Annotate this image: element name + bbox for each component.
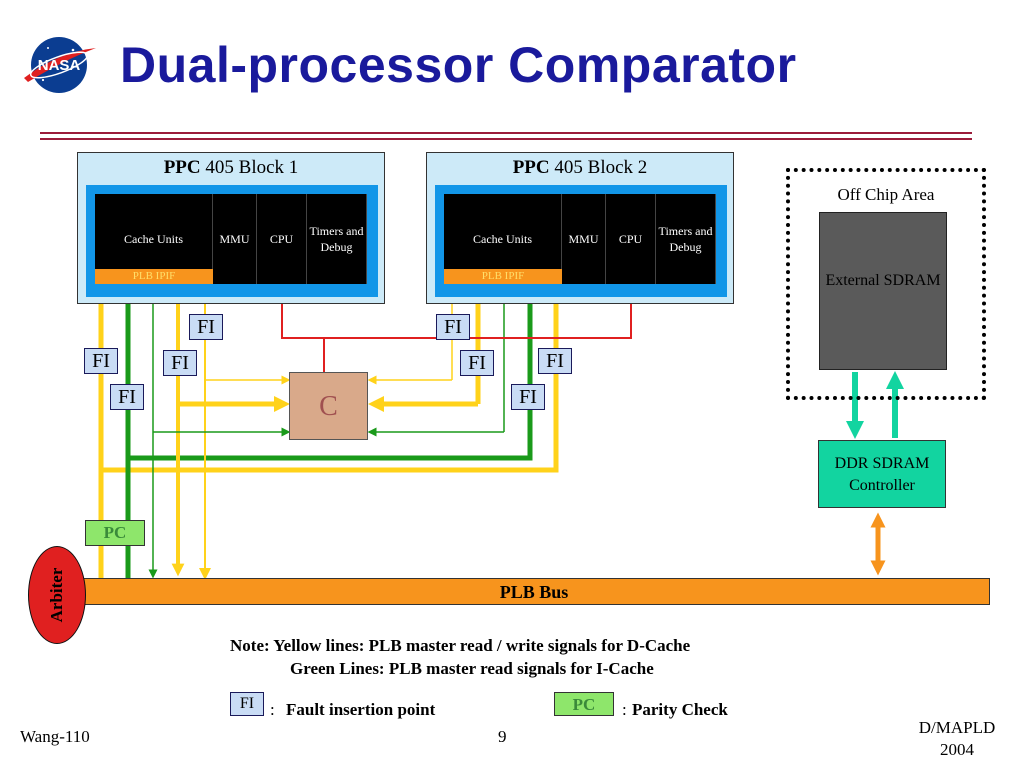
ppc-block-2-title: PPC 405 Block 2 (512, 157, 648, 178)
note-line-1: Note: Yellow lines: PLB master read / wr… (230, 636, 691, 655)
timers-debug-2: Timers and Debug (656, 194, 716, 284)
footer-right-2: 2004 (940, 740, 974, 759)
legend-fi-description: Fault insertion point (286, 700, 436, 719)
legend-fi-marker: FI (230, 692, 264, 716)
plb-ipif-2: PLB IPIF (444, 269, 562, 284)
ppc-block-2: PPC 405 Block 2 Cache Units PLB IPIF MMU… (426, 152, 734, 304)
ddr-sdram-controller: DDR SDRAM Controller (818, 440, 946, 508)
ppc-block-1-core: Cache Units PLB IPIF MMU CPU Timers and … (86, 185, 378, 297)
plb-bus: PLB Bus (78, 578, 990, 605)
off-chip-area (786, 168, 986, 400)
fi-marker: FI (84, 348, 118, 374)
page-title: Dual-processor Comparator (120, 37, 797, 93)
footer-left: Wang-110 (20, 727, 90, 746)
legend-pc-description: Parity Check (632, 700, 728, 719)
cpu-1: CPU (257, 194, 307, 284)
nasa-logo-text: NASA (38, 57, 81, 74)
fi-marker: FI (163, 350, 197, 376)
comparator: C (289, 372, 368, 440)
parity-check-marker: PC (85, 520, 145, 546)
fi-marker: FI (436, 314, 470, 340)
fi-marker: FI (189, 314, 223, 340)
mmu-2: MMU (562, 194, 606, 284)
ppc-block-1: PPC 405 Block 1 Cache Units PLB IPIF MMU… (77, 152, 385, 304)
timers-debug-1: Timers and Debug (307, 194, 367, 284)
page-number: 9 (498, 727, 507, 746)
arbiter-label: Arbiter (47, 567, 66, 623)
off-chip-area-title: Off Chip Area (837, 185, 935, 204)
fi-marker: FI (538, 348, 572, 374)
footer-right-1: D/MAPLD (918, 718, 996, 737)
ppc-block-2-core: Cache Units PLB IPIF MMU CPU Timers and … (435, 185, 727, 297)
cpu-2: CPU (606, 194, 656, 284)
plb-ipif-1: PLB IPIF (95, 269, 213, 284)
nasa-logo: NASA (24, 37, 96, 93)
title-divider (40, 132, 972, 134)
legend-pc-separator: : (622, 700, 627, 719)
title-divider-secondary (40, 138, 972, 140)
mmu-1: MMU (213, 194, 257, 284)
fi-marker: FI (511, 384, 545, 410)
external-sdram: External SDRAM (819, 212, 947, 370)
fi-marker: FI (460, 350, 494, 376)
ppc-block-1-title: PPC 405 Block 1 (163, 157, 299, 178)
note-line-2: Green Lines: PLB master read signals for… (290, 659, 654, 678)
fi-marker: FI (110, 384, 144, 410)
legend-fi-separator: : (270, 700, 275, 719)
legend-pc-marker: PC (554, 692, 614, 716)
arbiter: Arbiter (28, 546, 86, 644)
